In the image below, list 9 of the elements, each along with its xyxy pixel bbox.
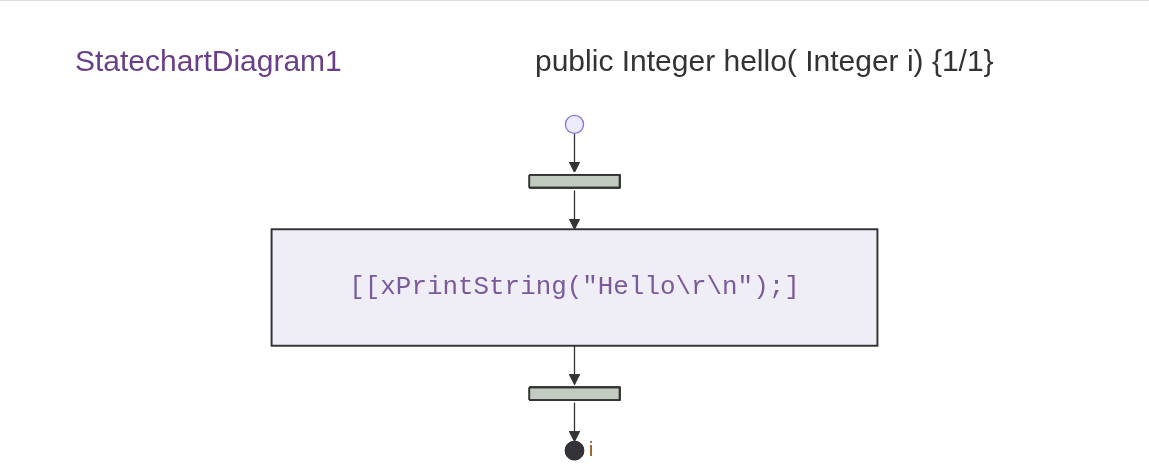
arrow [568,189,581,230]
arrow [568,402,581,443]
method-signature: public Integer hello( Integer i) {1/1} [535,44,994,78]
diagram-title: StatechartDiagram1 [75,44,342,78]
node-box: [[xPrintString("Hello\r\n");] [270,228,879,347]
arrow [568,345,581,386]
state-label: i [588,437,594,460]
arrow [568,132,581,173]
node-circle [564,114,585,135]
